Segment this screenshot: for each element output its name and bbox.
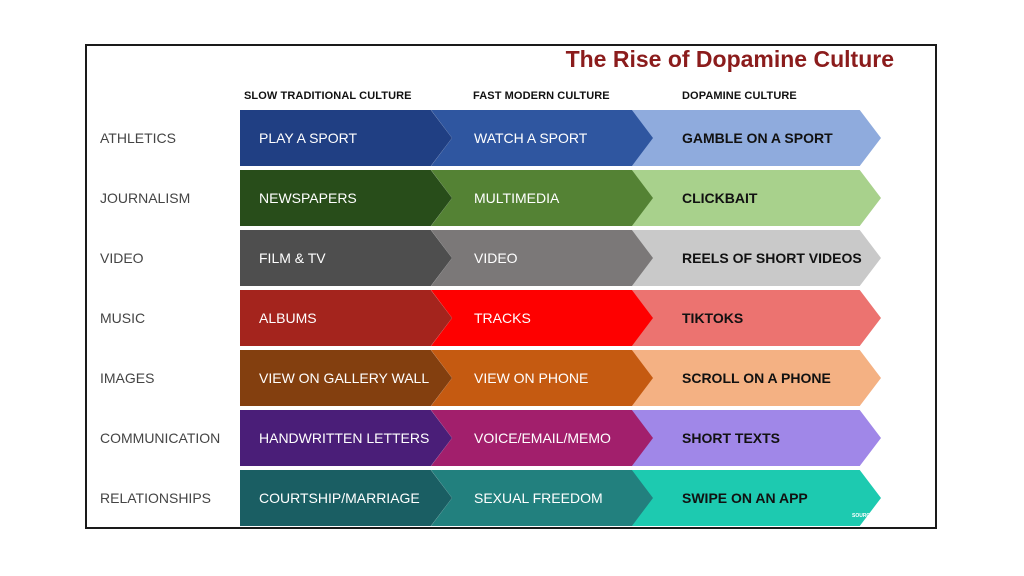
fast-arrow: WATCH A SPORT	[431, 110, 653, 166]
fast-arrow: VOICE/EMAIL/MEMO	[431, 410, 653, 466]
slow-arrow: NEWSPAPERS	[240, 170, 452, 226]
arrow-label: COURTSHIP/MARRIAGE	[259, 490, 420, 506]
dopamine-arrow: SHORT TEXTS	[631, 410, 881, 466]
slow-arrow: COURTSHIP/MARRIAGE	[240, 470, 452, 526]
slow-arrow: VIEW ON GALLERY WALL	[240, 350, 452, 406]
fast-arrow: VIDEO	[431, 230, 653, 286]
arrow-label: MULTIMEDIA	[474, 190, 560, 206]
arrow-label: TIKTOKS	[682, 310, 744, 326]
source-note: SOURCE: TED GIOIA	[851, 513, 902, 519]
slow-arrow: PLAY A SPORT	[240, 110, 452, 166]
fast-arrow: SEXUAL FREEDOM	[431, 470, 653, 526]
row-label: IMAGES	[100, 370, 155, 386]
dopamine-arrow: SWIPE ON AN APP	[631, 470, 881, 526]
arrow-label: WATCH A SPORT	[474, 130, 588, 146]
slow-arrow: ALBUMS	[240, 290, 452, 346]
arrow-label: VIEW ON GALLERY WALL	[259, 370, 430, 386]
column-header-fast: FAST MODERN CULTURE	[473, 90, 610, 102]
arrow-label: TRACKS	[474, 310, 531, 326]
dopamine-arrow: CLICKBAIT	[631, 170, 881, 226]
fast-arrow: VIEW ON PHONE	[431, 350, 653, 406]
arrow-label: CLICKBAIT	[682, 190, 758, 206]
row-label: VIDEO	[100, 250, 144, 266]
fast-arrow: MULTIMEDIA	[431, 170, 653, 226]
arrow-label: SWIPE ON AN APP	[682, 490, 808, 506]
row-label: RELATIONSHIPS	[100, 490, 211, 506]
arrow-label: FILM & TV	[259, 250, 326, 266]
row-label: JOURNALISM	[100, 190, 191, 206]
arrow-label: SHORT TEXTS	[682, 430, 781, 446]
arrow-label: GAMBLE ON A SPORT	[682, 130, 833, 146]
arrow-label: NEWSPAPERS	[259, 190, 357, 206]
arrow-label: SCROLL ON A PHONE	[682, 370, 831, 386]
dopamine-arrow: GAMBLE ON A SPORT	[631, 110, 881, 166]
fast-arrow: TRACKS	[431, 290, 653, 346]
arrow-label: HANDWRITTEN LETTERS	[259, 430, 430, 446]
dopamine-arrow: SCROLL ON A PHONE	[631, 350, 881, 406]
arrow-label: VIDEO	[474, 250, 518, 266]
slow-arrow: FILM & TV	[240, 230, 452, 286]
arrow-label: VIEW ON PHONE	[474, 370, 589, 386]
column-header-slow: SLOW TRADITIONAL CULTURE	[244, 90, 412, 102]
arrow-label: REELS OF SHORT VIDEOS	[682, 250, 862, 266]
row-label: MUSIC	[100, 310, 146, 326]
arrow-label: SEXUAL FREEDOM	[474, 490, 603, 506]
arrow-label: VOICE/EMAIL/MEMO	[474, 430, 611, 446]
row-label: COMMUNICATION	[100, 430, 221, 446]
arrow-label: ALBUMS	[259, 310, 317, 326]
column-header-dopamine: DOPAMINE CULTURE	[682, 90, 797, 102]
slow-arrow: HANDWRITTEN LETTERS	[240, 410, 452, 466]
row-label: ATHLETICS	[100, 130, 176, 146]
dopamine-arrow: REELS OF SHORT VIDEOS	[631, 230, 881, 286]
arrow-label: PLAY A SPORT	[259, 130, 358, 146]
diagram-title: The Rise of Dopamine Culture	[565, 46, 894, 72]
dopamine-arrow: TIKTOKS	[631, 290, 881, 346]
